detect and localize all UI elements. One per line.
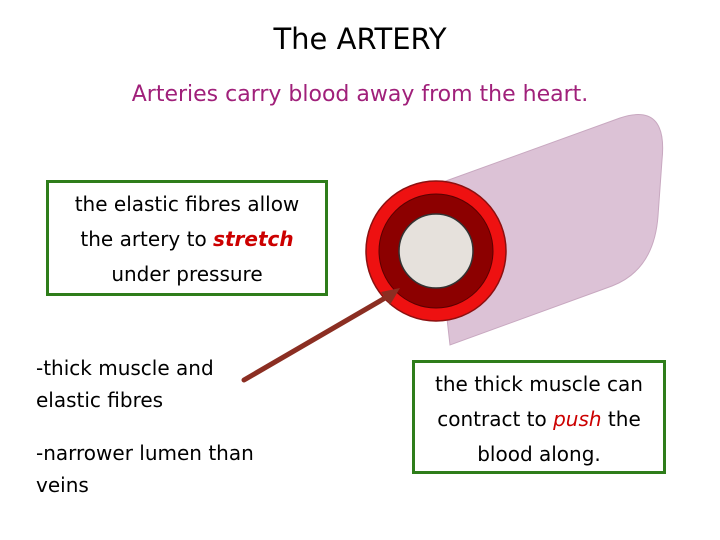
callout-line: the artery to stretch bbox=[49, 222, 325, 257]
callout-line: blood along. bbox=[477, 442, 601, 466]
page-title: The ARTERY bbox=[273, 22, 447, 56]
callout-text: the artery to bbox=[80, 227, 214, 251]
callout-line: contract to push the bbox=[415, 402, 663, 437]
callout-line: under pressure bbox=[111, 262, 263, 286]
artery-lumen bbox=[398, 213, 474, 289]
thick-muscle-callout: the thick muscle can contract to push th… bbox=[412, 360, 666, 474]
stretch-emphasis: stretch bbox=[213, 227, 294, 251]
pointer-arrow-head bbox=[381, 288, 400, 305]
callout-text: contract to bbox=[437, 407, 554, 431]
lumen-note: -narrower lumen than veins bbox=[36, 441, 254, 497]
muscle-note: -thick muscle and elastic fibres bbox=[36, 356, 214, 412]
elastic-fibres-callout: the elastic fibres allow the artery to s… bbox=[46, 180, 328, 296]
push-emphasis: push bbox=[553, 407, 602, 431]
page-subtitle: Arteries carry blood away from the heart… bbox=[131, 82, 589, 107]
callout-line: the elastic fibres allow bbox=[74, 192, 300, 216]
callout-line: the thick muscle can bbox=[435, 372, 643, 396]
callout-text: the bbox=[601, 407, 641, 431]
pointer-arrow bbox=[241, 291, 395, 383]
